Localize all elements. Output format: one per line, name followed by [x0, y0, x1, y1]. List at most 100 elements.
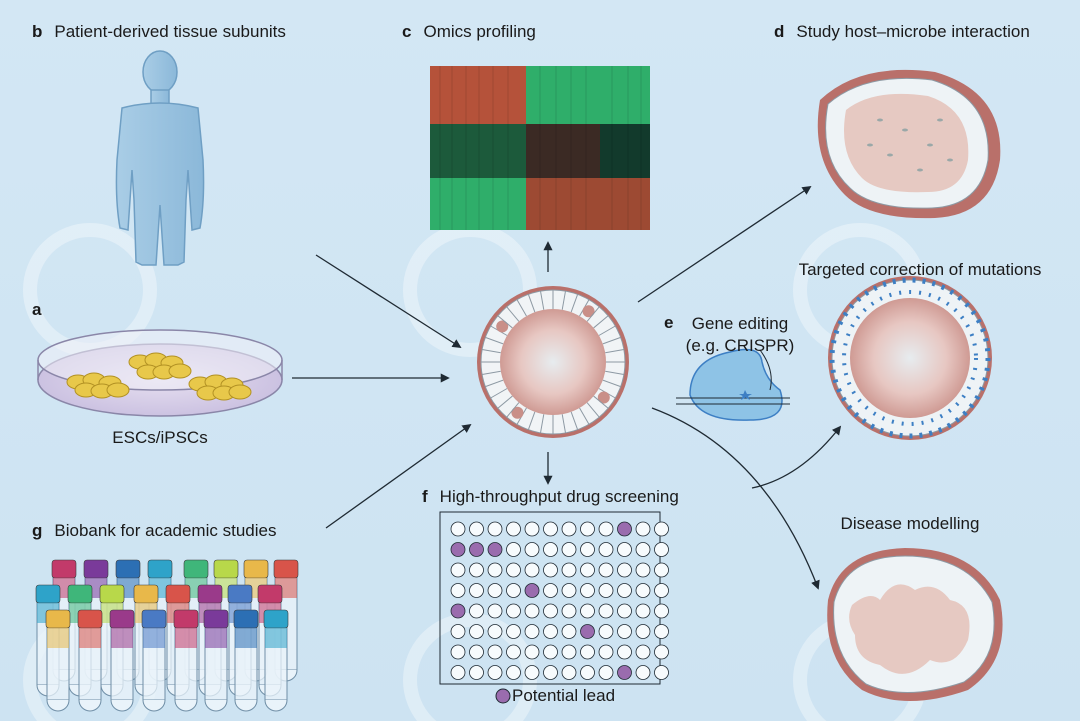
- well: [524, 665, 540, 680]
- cell-boundary: [593, 395, 609, 409]
- tube-cap: [197, 584, 223, 604]
- mutant-cell: [582, 305, 595, 318]
- tube-bottom: [204, 699, 228, 712]
- tube-sample: [143, 628, 165, 648]
- tube-bottom: [264, 699, 288, 712]
- mutant-cell: [597, 391, 610, 404]
- lead-well: [580, 624, 595, 639]
- well: [617, 562, 632, 578]
- arrow-g-to-organoid: [325, 423, 472, 529]
- cell-boundary: [540, 291, 545, 310]
- cell-boundary: [485, 379, 504, 388]
- panel-e-line1: Gene editing: [691, 314, 789, 333]
- panel-letter-c: c: [402, 22, 412, 41]
- well: [561, 542, 577, 557]
- well: [561, 562, 577, 578]
- legend-lead-label: Potential lead: [512, 686, 616, 705]
- tube-cap: [99, 584, 125, 604]
- well: [524, 624, 540, 639]
- well: [654, 562, 669, 578]
- well: [524, 542, 540, 557]
- tube-cap: [165, 584, 191, 604]
- well: [617, 542, 632, 557]
- panel-letter-d: d: [774, 22, 785, 41]
- panel-f-text: High-throughput drug screening: [439, 487, 679, 506]
- tube-bottom: [46, 699, 70, 712]
- lead-well: [450, 603, 466, 619]
- well: [598, 583, 614, 598]
- cell-boundary: [516, 299, 527, 317]
- well: [580, 665, 595, 680]
- test-tubes-icon: [35, 559, 299, 712]
- panel-e-line2: (e.g. CRISPR): [685, 336, 795, 355]
- tube-cap: [233, 609, 259, 629]
- well: [654, 542, 669, 557]
- tube-cap: [51, 559, 77, 579]
- well: [450, 562, 466, 578]
- well: [654, 603, 669, 619]
- crispr-icon: [676, 348, 790, 421]
- cell-boundary: [482, 370, 501, 375]
- well: [580, 521, 595, 537]
- cell-boundary: [586, 402, 600, 418]
- well: [635, 521, 651, 537]
- panel-e-letter-wrap: e: [664, 313, 685, 333]
- well: [598, 521, 614, 537]
- tube-cap: [273, 559, 299, 579]
- human-silhouette-icon: [115, 50, 205, 266]
- well: [580, 542, 595, 557]
- panel-letter-f: f: [422, 487, 428, 506]
- well: [580, 583, 595, 598]
- cell-boundary: [506, 306, 520, 322]
- panel-b-text: Patient-derived tissue subunits: [54, 22, 286, 41]
- well: [506, 603, 521, 619]
- tube-bottom: [78, 699, 102, 712]
- well: [598, 542, 614, 557]
- cell-boundary: [598, 325, 616, 336]
- cell-boundary: [586, 306, 600, 322]
- disease-modelling-title: Disease modelling: [840, 514, 980, 533]
- panel-e-title: Gene editing (e.g. CRISPR): [680, 313, 800, 357]
- tube-cap: [115, 559, 141, 579]
- well: [506, 562, 521, 578]
- well: [524, 562, 540, 578]
- well: [506, 644, 521, 660]
- well: [654, 521, 669, 537]
- well-plate-icon: [439, 511, 669, 685]
- petri-dish-icon: [37, 329, 283, 417]
- panel-letter-b: b: [32, 22, 43, 41]
- well: [635, 583, 651, 598]
- well: [469, 603, 484, 619]
- cell-boundary: [527, 294, 536, 313]
- well: [543, 521, 558, 537]
- well: [580, 562, 595, 578]
- well: [617, 624, 632, 639]
- well: [543, 624, 558, 639]
- well: [469, 644, 484, 660]
- well: [654, 624, 669, 639]
- well: [617, 644, 632, 660]
- well: [469, 583, 484, 598]
- well: [506, 583, 521, 598]
- arrow-to-targeted: [751, 425, 842, 489]
- cell-boundary: [602, 336, 621, 345]
- mutant-cell: [511, 406, 524, 419]
- well: [617, 603, 632, 619]
- tube-sample: [265, 628, 287, 648]
- well: [561, 624, 577, 639]
- organoid-icon: [477, 286, 629, 438]
- lead-well: [487, 542, 503, 557]
- tube-sample: [79, 628, 101, 648]
- cell-boundary: [540, 414, 545, 433]
- cell-boundary: [561, 291, 566, 310]
- cell-boundary: [602, 379, 621, 388]
- tube-cap: [227, 584, 253, 604]
- well: [654, 644, 669, 660]
- well: [524, 644, 540, 660]
- lead-well: [617, 521, 632, 537]
- well: [450, 583, 466, 598]
- well: [617, 583, 632, 598]
- well: [543, 665, 558, 680]
